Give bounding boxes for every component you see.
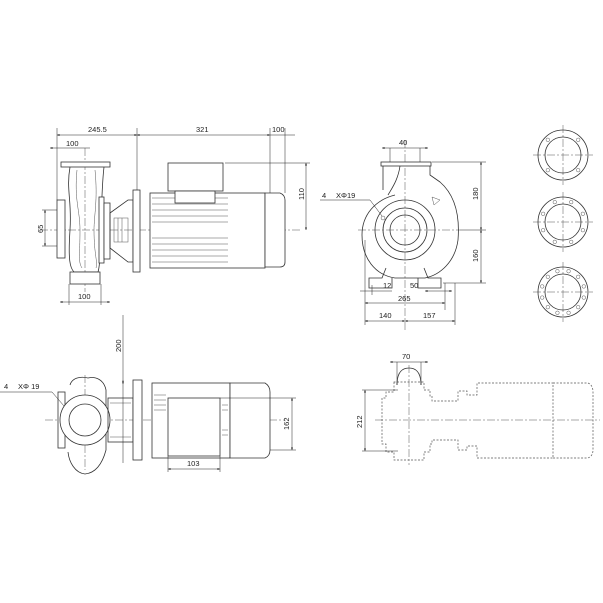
dim-103: 103 xyxy=(187,459,200,468)
bolt-count-label: 4 xyxy=(4,382,8,391)
bolt-spec-label: XΦ 19 xyxy=(18,382,39,391)
bolt-hole xyxy=(580,211,585,216)
dim-140: 140 xyxy=(379,311,392,320)
dim-265: 265 xyxy=(398,294,411,303)
dim-40: 40 xyxy=(399,138,407,147)
bolt-hole xyxy=(541,228,546,233)
bolt-hole xyxy=(545,274,550,279)
bolt-hole xyxy=(581,295,586,300)
flange-inner-circle xyxy=(544,203,582,241)
bolt-hole xyxy=(552,239,557,244)
outline-view: 70 212 xyxy=(355,352,600,465)
dim-100-motor: 100 xyxy=(272,125,285,134)
top-view: 200 162 103 4 XΦ 19 xyxy=(0,315,296,475)
dim-50: 50 xyxy=(410,281,418,290)
bolt-hole xyxy=(552,200,557,205)
flange-inner-circle xyxy=(544,136,582,174)
dim-12: 12 xyxy=(383,281,391,290)
dim-110: 110 xyxy=(297,188,306,200)
flange-pattern-4-holes xyxy=(533,125,593,185)
bolt-hole xyxy=(576,274,581,279)
bolt-hole xyxy=(576,137,581,142)
dim-162: 162 xyxy=(282,417,291,430)
bolt-hole xyxy=(545,168,550,173)
bolt-hole xyxy=(566,269,571,274)
dim-65: 65 xyxy=(36,225,45,233)
flange-patterns xyxy=(533,125,593,322)
flange-pattern-8-holes xyxy=(533,192,593,252)
flange-pattern-12-holes xyxy=(533,262,593,322)
bolt-hole xyxy=(541,211,546,216)
dim-157: 157 xyxy=(423,311,436,320)
flange-outer-circle xyxy=(537,266,589,318)
dim-70: 70 xyxy=(402,352,410,361)
bolt-hole xyxy=(545,305,550,310)
dim-180: 180 xyxy=(471,187,480,200)
bolt-hole xyxy=(540,295,545,300)
bolt-hole xyxy=(555,310,560,315)
bolt-hole xyxy=(540,284,545,289)
bolt-hole xyxy=(576,305,581,310)
bolt-hole xyxy=(566,310,571,315)
dim-321: 321 xyxy=(196,125,209,134)
flange-outer-circle xyxy=(537,196,589,248)
front-view: 40 180 160 4 XΦ19 12 50 265 140 157 xyxy=(320,138,486,330)
dim-160: 160 xyxy=(471,249,480,262)
dim-245-5: 245.5 xyxy=(88,125,107,134)
bolt-hole xyxy=(580,228,585,233)
dim-200: 200 xyxy=(114,339,123,352)
flange-outer-circle xyxy=(537,129,589,181)
side-view: 245.5 321 100 100 65 110 100 xyxy=(36,125,310,305)
bolt-count-label: 4 xyxy=(322,191,326,200)
flange-inner-circle xyxy=(544,273,582,311)
bolt-hole xyxy=(569,200,574,205)
bolt-hole xyxy=(545,137,550,142)
bolt-hole xyxy=(569,239,574,244)
bolt-hole xyxy=(576,168,581,173)
bolt-hole xyxy=(581,284,586,289)
dim-100-foot: 100 xyxy=(78,292,91,301)
bolt-spec-label: XΦ19 xyxy=(336,191,355,200)
dim-100-top: 100 xyxy=(66,139,79,148)
bolt-hole xyxy=(555,269,560,274)
dim-212: 212 xyxy=(355,415,364,428)
